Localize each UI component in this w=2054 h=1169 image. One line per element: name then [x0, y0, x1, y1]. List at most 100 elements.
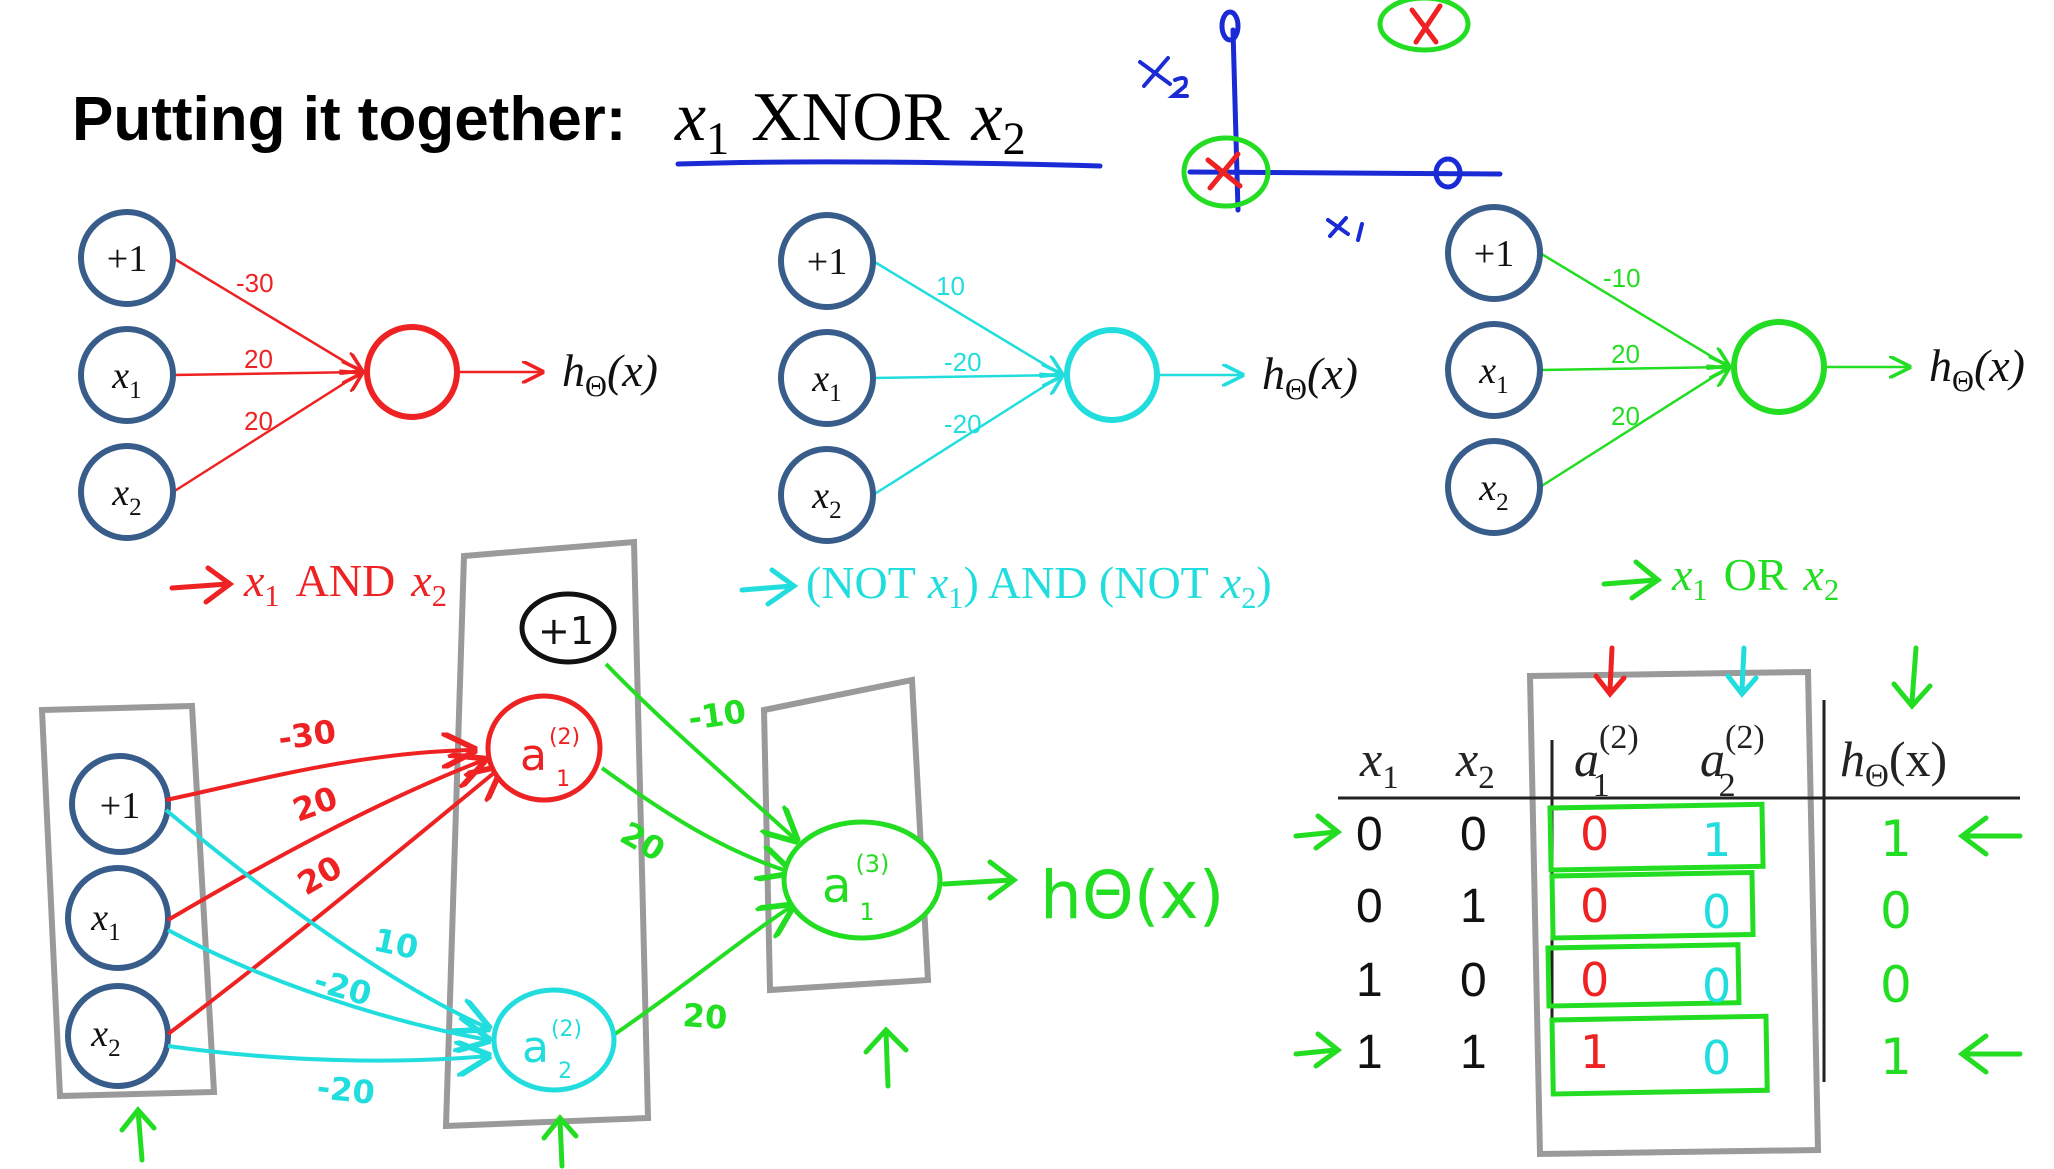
- weight-bias-a2: 10: [370, 921, 421, 967]
- output-layer-box: [760, 676, 932, 994]
- weight-a1-out: 20: [614, 814, 672, 869]
- cell-x1: 1: [1356, 954, 1383, 1007]
- layer-up-arrows: [119, 1026, 909, 1169]
- output-label-not_and: hΘ(x): [1262, 348, 1358, 406]
- output-neuron-and: [364, 324, 460, 420]
- edge-x2-or: [1539, 367, 1729, 489]
- svg-text:+1: +1: [100, 785, 140, 827]
- weight-bias-or: -10: [1603, 263, 1641, 293]
- cell-a2: 1: [1702, 813, 1731, 867]
- sketch-point-x-origin: [1181, 135, 1271, 209]
- cell-h: 1: [1880, 810, 1912, 868]
- sketch-axes: [1138, 0, 1503, 242]
- title-underline: [675, 159, 1103, 169]
- edges-to-a1: [165, 750, 500, 1036]
- cell-a1: 0: [1580, 879, 1609, 933]
- svg-text:x1: x1: [90, 897, 120, 946]
- sketch-point-x-top-right: [1377, 0, 1471, 53]
- node-bias-and: +1: [78, 209, 176, 307]
- svg-text:x1: x1: [811, 358, 841, 407]
- edge-bias-not_and: [872, 259, 1062, 375]
- combined-node-x2: x2: [65, 983, 171, 1089]
- caption-or-arrow-icon: [1601, 559, 1663, 601]
- svg-text:x2: x2: [111, 472, 141, 521]
- row-highlight-box: [1549, 869, 1756, 941]
- cell-x2: 1: [1460, 880, 1487, 933]
- sketch-point-o-top: [1219, 9, 1241, 43]
- input-layer-box: [38, 702, 218, 1100]
- node-x1-or: x1: [1445, 321, 1543, 419]
- output-neuron-not_and: [1064, 327, 1160, 423]
- cell-a2: 0: [1702, 959, 1731, 1013]
- header-x2: x2: [1455, 731, 1495, 796]
- up-arrow-icon: [863, 1026, 909, 1089]
- down-arrow-icon: [1891, 645, 1933, 710]
- header-a1: a(2)1: [1574, 719, 1639, 804]
- cell-a2: 0: [1702, 885, 1731, 939]
- header-h: hΘ(x): [1840, 731, 1947, 794]
- cell-x1: 0: [1356, 808, 1383, 861]
- edge-bias-and: [172, 256, 362, 372]
- combined-node-bias: +1: [69, 753, 171, 855]
- header-x1: x1: [1359, 731, 1399, 796]
- weight-x2-and: 20: [244, 406, 273, 436]
- up-arrow-icon: [541, 1114, 579, 1169]
- node-x1-not_and: x1: [778, 329, 876, 427]
- combined-node-a2: a(2)2: [491, 987, 617, 1093]
- weight-a2-out: 20: [681, 996, 728, 1037]
- down-arrow-icon: [1593, 645, 1627, 698]
- row-marker-right-arrow-icon: [1957, 1033, 2023, 1075]
- node-x2-and: x2: [78, 443, 176, 541]
- row-highlight-box: [1545, 942, 1742, 1009]
- table-row: 1 0 0 0 0: [1356, 942, 1912, 1014]
- cell-a1: 0: [1580, 953, 1609, 1007]
- sketch-point-o-right: [1433, 156, 1463, 190]
- cell-x2: 0: [1460, 954, 1487, 1007]
- node-bias-not_and: +1: [778, 212, 876, 310]
- node-bias-or: +1: [1445, 204, 1543, 302]
- cell-x1: 1: [1356, 1026, 1383, 1079]
- weight-x1-a2: -20: [310, 961, 376, 1013]
- svg-text:a(2)1: a(2)1: [520, 725, 580, 792]
- combined-node-x1: x1: [65, 865, 171, 971]
- weight-x2-a2: -20: [315, 1068, 376, 1112]
- cell-a2: 0: [1702, 1031, 1731, 1085]
- cell-h: 0: [1880, 956, 1912, 1014]
- svg-text:+1: +1: [1474, 233, 1514, 275]
- weight-bias-out: -10: [686, 692, 749, 738]
- up-arrow-icon: [119, 1106, 157, 1163]
- row-highlight-box: [1549, 1013, 1770, 1097]
- cell-x2: 0: [1460, 808, 1487, 861]
- truth-table-header: x1 x2 a(2)1 a(2)2 hΘ(x): [1359, 719, 1947, 804]
- sketch-label-x1: [1326, 216, 1364, 242]
- output-label-and: hΘ(x): [562, 345, 658, 403]
- combined-result: hΘ(x): [1040, 857, 1224, 934]
- weight-x2-not_and: -20: [944, 409, 982, 439]
- edges-to-output: [600, 662, 796, 1038]
- weight-bias-not_and: 10: [936, 271, 965, 301]
- weight-x1-and: 20: [244, 344, 273, 374]
- sketch-y-axis: [1230, 27, 1241, 213]
- edges-to-a2: [164, 808, 488, 1061]
- svg-text:x1: x1: [111, 355, 141, 404]
- combined-output-arrow: [941, 859, 1019, 901]
- weight-x1-not_and: -20: [944, 347, 982, 377]
- header-a2: a(2)2: [1700, 719, 1765, 804]
- weight-x1-a1: 20: [288, 779, 343, 830]
- weight-x1-or: 20: [1611, 339, 1640, 369]
- svg-text:x2: x2: [1478, 467, 1508, 516]
